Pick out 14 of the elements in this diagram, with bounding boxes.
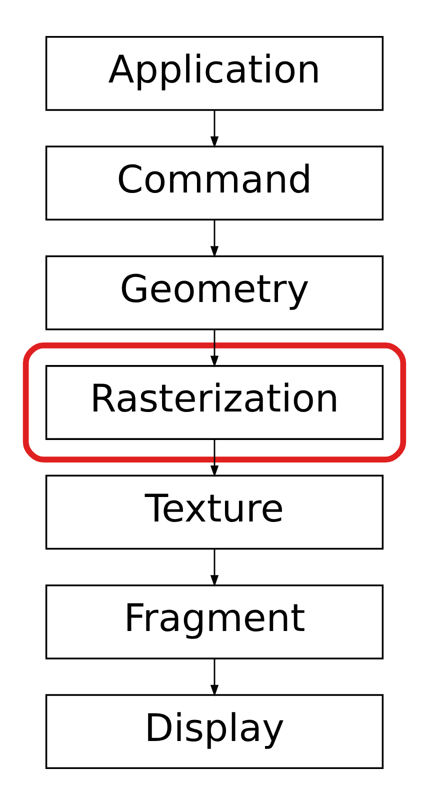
node-box: Rasterization xyxy=(45,365,384,440)
node-box: Display xyxy=(45,694,384,770)
arrow xyxy=(210,549,219,587)
arrow xyxy=(210,440,219,478)
arrow xyxy=(210,658,219,697)
node-box: Command xyxy=(45,146,384,221)
node-box: Texture xyxy=(45,474,384,550)
arrow xyxy=(210,110,219,148)
arrow xyxy=(210,220,219,258)
node-box: Fragment xyxy=(45,584,384,660)
arrow xyxy=(210,330,219,368)
node-box: Application xyxy=(45,36,384,111)
cluster xyxy=(22,342,406,462)
node-box: Geometry xyxy=(45,255,384,330)
